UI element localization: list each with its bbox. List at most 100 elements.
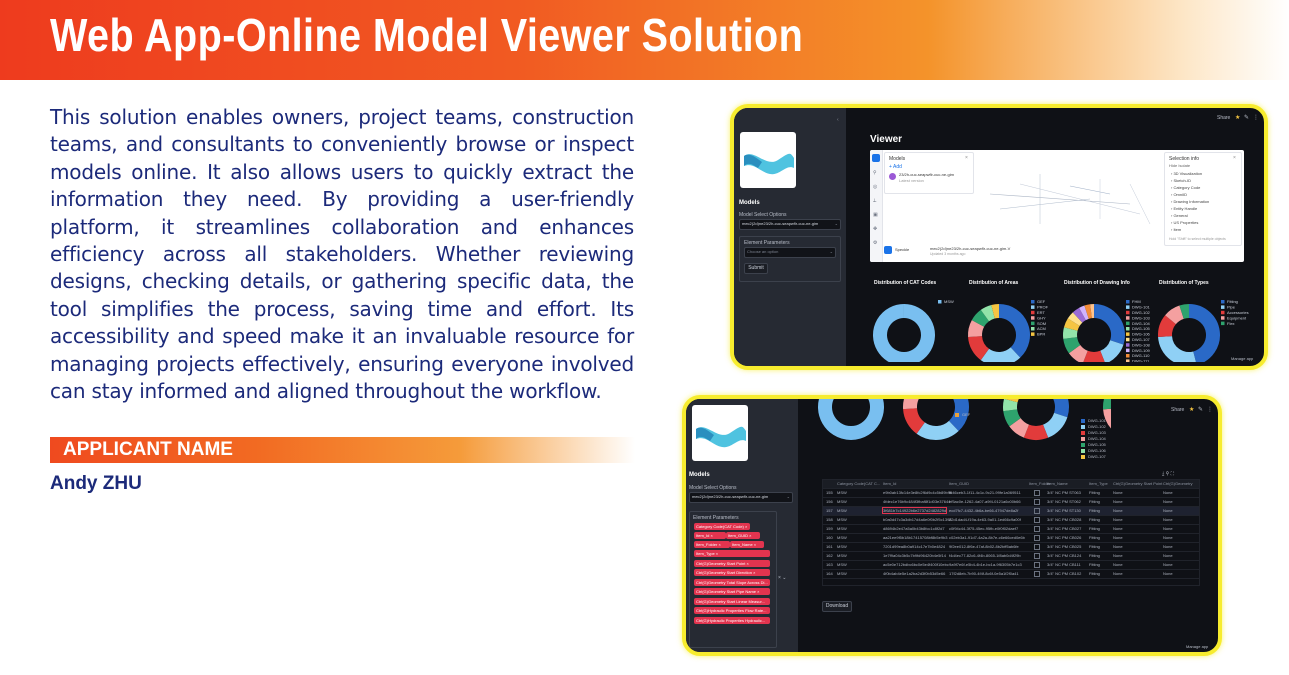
selection-item[interactable]: › 3D Visualization [1171, 171, 1203, 176]
legend-label: DWG-107 [1132, 337, 1151, 342]
param-tag[interactable]: Ctrl(G)Geometry Start Direction × [694, 569, 770, 576]
download-button[interactable]: Download [822, 601, 852, 612]
column-header[interactable]: Item_Folder [1029, 481, 1051, 486]
column-header[interactable]: Ctrl(G)Geometry [1163, 481, 1193, 486]
column-header[interactable]: Item_Name [1047, 481, 1068, 486]
table-cell: MSW [837, 571, 847, 576]
legend-label: DWG-104 [1088, 436, 1106, 441]
submit-button[interactable]: Submit [744, 263, 768, 274]
data-table[interactable]: Category Code(CAT C...Item_Id Item_GUID It… [822, 479, 1200, 586]
param-tag[interactable]: Ctrl(G)Hydraulic Properties Flow Rate... [694, 607, 770, 614]
table-cell: Fitting [1089, 571, 1100, 576]
filter-tool-icon[interactable]: ⚲ [873, 170, 877, 176]
checkbox[interactable] [1034, 544, 1040, 550]
model-name[interactable]: 23/2h-cuc-seapwflr-cuc-ne-gim [899, 172, 954, 177]
checkbox[interactable] [1034, 508, 1040, 514]
section-tool-icon[interactable]: ▣ [873, 212, 878, 218]
checkbox[interactable] [1034, 526, 1040, 532]
column-header[interactable]: Item_Id [883, 481, 897, 486]
legend-swatch [1081, 443, 1085, 447]
checkbox[interactable] [1034, 562, 1040, 568]
models-tool-icon[interactable] [872, 154, 880, 162]
close-icon[interactable]: × [965, 155, 968, 161]
add-model-button[interactable]: + Add [889, 164, 902, 170]
collapse-sidebar-icon[interactable]: ‹ [837, 117, 839, 123]
column-header[interactable]: Category Code(CAT C... [837, 481, 881, 486]
edit-icon[interactable]: ✎ [1198, 407, 1204, 413]
manage-app-button[interactable]: Manage app [1186, 644, 1209, 649]
table-toolbar-icons[interactable]: ⤓ ⚲ ⛶ [1162, 471, 1175, 477]
selection-item[interactable]: › Item [1171, 227, 1182, 232]
share-button[interactable]: Share [1171, 407, 1185, 413]
legend-swatch [955, 413, 959, 417]
manage-app-button[interactable]: Manage app [1231, 356, 1254, 361]
param-tag[interactable]: Category Code(CAT Code) × [694, 523, 750, 530]
param-tag[interactable]: Item_Id × [694, 532, 726, 539]
selection-item[interactable]: › Category Code [1171, 185, 1201, 190]
table-cell: 17f2d8eb-7b90-4f4f-8c6f-0e5a1f2f0a41 [949, 571, 1019, 576]
checkbox[interactable] [1034, 571, 1040, 577]
donut-chart-2-slice [1063, 327, 1078, 339]
star-icon[interactable]: ★ [1235, 115, 1241, 121]
selection-item[interactable]: › Entity Handle [1171, 206, 1198, 211]
model-3d-view[interactable] [980, 164, 1160, 234]
selection-item[interactable]: › US Properties [1171, 220, 1199, 225]
param-tag[interactable]: Item_GUID × [726, 532, 760, 539]
param-tag[interactable]: Item_Name × [730, 541, 764, 548]
close-icon[interactable]: × [1233, 155, 1236, 161]
viewer-panel[interactable]: ⚲ ◎ ⟂ ▣ ✥ ⚙ Models × + Add 23/2h-cuc-sea… [870, 150, 1244, 262]
legend-swatch [1126, 300, 1130, 304]
param-tag[interactable]: Ctrl(G)Geometry Start Pipe Name × [694, 588, 770, 595]
camera-tool-icon[interactable]: ◎ [873, 184, 878, 190]
settings-tool-icon[interactable]: ⚙ [873, 240, 878, 246]
legend-label: GEF [1037, 299, 1046, 304]
table-cell: 9f2ee012-8f6e-47af-8b02-8b2bff5ab6fe [949, 544, 1019, 549]
model-select[interactable]: mec2(2d)ne23/2h-cuc-seapwflr-cuc-ne-gim … [739, 219, 841, 230]
param-tag[interactable]: Ctrl(G)Hydraulic Properties Hydraulic... [694, 616, 770, 624]
column-header[interactable]: Item_Type [1089, 481, 1108, 486]
checkbox[interactable] [1034, 535, 1040, 541]
column-header[interactable]: Ctrl(G)Geometry Start Point [1113, 481, 1163, 486]
clear-tags-icon[interactable]: × ⌄ [778, 575, 787, 581]
partial-donut-1-slice [903, 407, 926, 434]
star-icon[interactable]: ★ [1189, 407, 1195, 413]
edit-icon[interactable]: ✎ [1244, 115, 1250, 121]
legend-label: DWG-103 [1088, 430, 1106, 435]
column-header[interactable]: Item_GUID [949, 481, 970, 486]
checkbox[interactable] [1034, 499, 1040, 505]
more-icon[interactable]: ⋮ [1207, 407, 1213, 413]
selection-item[interactable]: › Sketch-ID [1171, 178, 1192, 183]
params-multiselect[interactable]: Choose an option ⌄ [744, 247, 836, 258]
more-icon[interactable]: ⋮ [1253, 115, 1259, 121]
partial-donut-2-slice [1009, 417, 1030, 438]
param-tag[interactable]: Ctrl(G)Geometry Start Linear Measur... [694, 597, 770, 605]
selection-item[interactable]: › OmniID [1171, 192, 1187, 197]
measure-tool-icon[interactable]: ⟂ [873, 198, 877, 204]
param-tag[interactable]: Item_Folder × [694, 541, 730, 548]
legend-label: DWG-110 [1132, 353, 1150, 358]
model-select[interactable]: mec2(2d)ne23/2h-cuc-seapwflr-cuc-ne-gim … [689, 492, 793, 503]
bottom-model-name[interactable]: mec2(2d)ne23/2h-cuc-seapwflr-cuc-ne-gim-… [930, 246, 1011, 251]
checkbox[interactable] [1034, 490, 1040, 496]
selection-item[interactable]: › General [1171, 213, 1188, 218]
selection-item[interactable]: › Drawing Information [1171, 199, 1210, 204]
param-tag[interactable]: Ctrl(G)Geometry Total Slope Across Di... [694, 578, 770, 586]
chevron-down-icon: ⌄ [829, 249, 833, 254]
param-tag[interactable]: Item_Type × [694, 550, 770, 557]
checkbox[interactable] [1034, 553, 1040, 559]
checkbox[interactable] [1034, 517, 1040, 523]
explode-tool-icon[interactable]: ✥ [873, 226, 878, 232]
share-button[interactable]: Share [1217, 115, 1231, 121]
param-tag[interactable]: Ctrl(G)Geometry Start Point × [694, 559, 770, 567]
selection-toolbar[interactable]: Hide Isolate [1169, 163, 1191, 168]
